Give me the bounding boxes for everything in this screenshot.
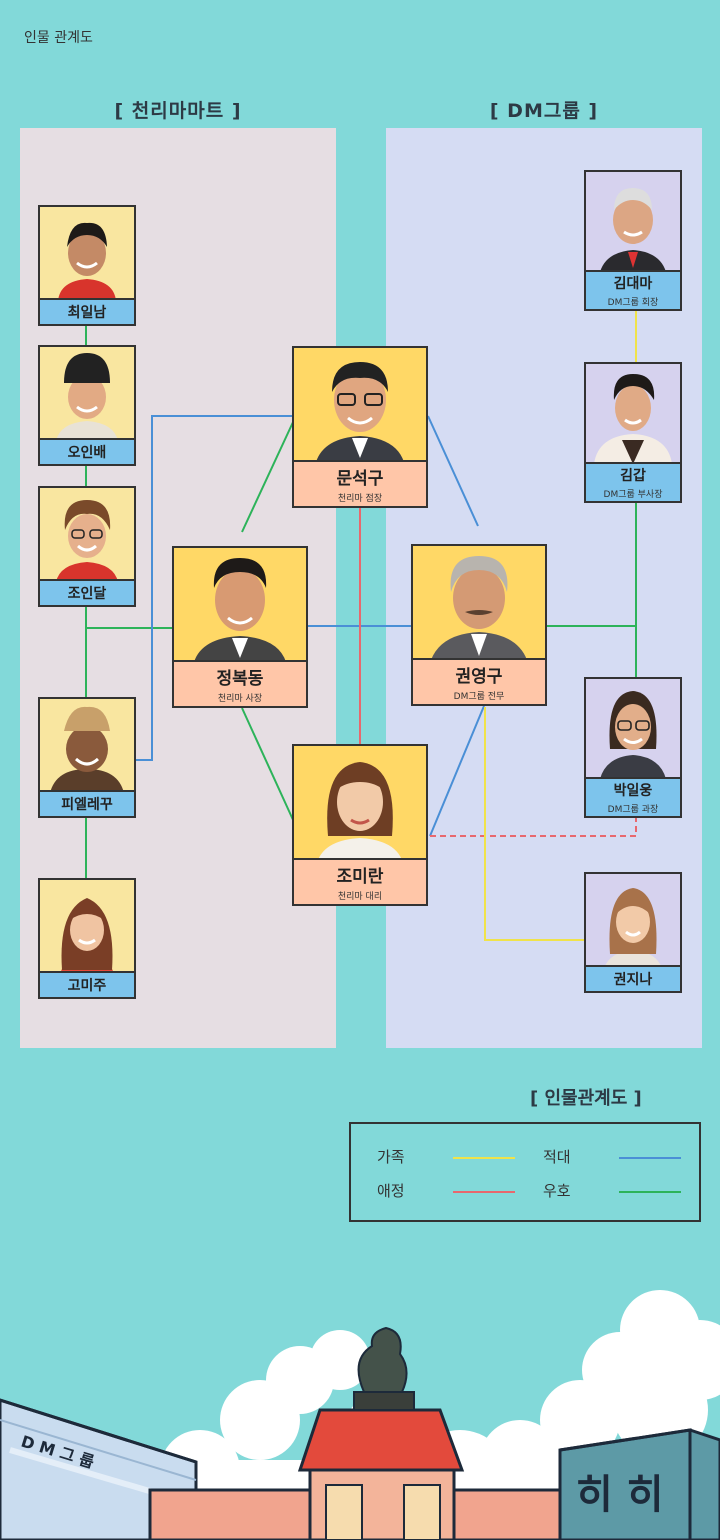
- character-card-jo-indal[interactable]: 조인달: [38, 486, 136, 607]
- character-card-choi-ilnam[interactable]: 최일남: [38, 205, 136, 326]
- character-card-kwon-jina[interactable]: 권지나: [584, 872, 682, 993]
- character-card-moon-seokgu[interactable]: 문석구 천리마 점장: [292, 346, 428, 508]
- name-bar: 권지나: [586, 965, 680, 991]
- character-card-kim-gap[interactable]: 김갑 DM그룹 부사장: [584, 362, 682, 503]
- legend-line-enemy: [619, 1157, 681, 1159]
- name-bar: 고미주: [40, 971, 134, 997]
- character-role: 천리마 점장: [337, 494, 383, 504]
- character-name: 문석구: [336, 469, 384, 489]
- character-card-kim-daema[interactable]: 김대마 DM그룹 회장: [584, 170, 682, 311]
- legend-label-friend: 우호: [543, 1182, 571, 1200]
- character-name: 박일웅: [613, 783, 653, 799]
- name-bar: 오인배: [40, 438, 134, 464]
- portrait: [586, 172, 680, 272]
- portrait: [40, 207, 134, 301]
- portrait: [586, 364, 680, 464]
- portrait: [174, 548, 306, 662]
- character-name: 김대마: [613, 276, 653, 292]
- character-name: 정복동: [216, 669, 264, 689]
- name-bar: 문석구 천리마 점장: [294, 460, 426, 506]
- character-card-go-miju[interactable]: 고미주: [38, 878, 136, 999]
- name-bar: 최일남: [40, 298, 134, 324]
- character-role: DM그룹 부사장: [603, 490, 663, 500]
- character-name: 권지나: [613, 972, 653, 988]
- page-title: 인물 관계도: [24, 30, 93, 46]
- character-card-kwon-yeonggu[interactable]: 권영구 DM그룹 전무: [411, 544, 547, 706]
- character-role: DM그룹 회장: [607, 298, 659, 308]
- legend: 가족 적대 애정 우호: [349, 1122, 701, 1222]
- name-bar: 박일웅 DM그룹 과장: [586, 777, 680, 816]
- character-name: 권영구: [455, 667, 503, 687]
- character-role: 천리마 사장: [217, 694, 263, 704]
- portrait: [40, 347, 134, 441]
- name-bar: 조미란 천리마 대리: [294, 858, 426, 904]
- portrait: [294, 348, 426, 462]
- legend-line-family: [453, 1157, 515, 1159]
- legend-line-friend: [619, 1191, 681, 1193]
- character-card-oh-inbae[interactable]: 오인배: [38, 345, 136, 466]
- character-card-jung-bokdong[interactable]: 정복동 천리마 사장: [172, 546, 308, 708]
- character-card-jo-miran[interactable]: 조미란 천리마 대리: [292, 744, 428, 906]
- portrait: [413, 546, 545, 660]
- city-illustration: D M 그 룹 히 히: [0, 1280, 720, 1540]
- name-bar: 조인달: [40, 579, 134, 605]
- character-name: 오인배: [67, 445, 107, 461]
- portrait: [586, 679, 680, 779]
- name-bar: 피엘레꾸: [40, 790, 134, 816]
- legend-label-love: 애정: [377, 1182, 405, 1200]
- portrait: [40, 880, 134, 974]
- name-bar: 김갑 DM그룹 부사장: [586, 462, 680, 501]
- tower-sign: 히 히: [576, 1472, 664, 1518]
- character-name: 피엘레꾸: [61, 797, 113, 813]
- portrait: [586, 874, 680, 968]
- portrait: [40, 488, 134, 582]
- name-bar: 정복동 천리마 사장: [174, 660, 306, 706]
- character-card-park-ilwoong[interactable]: 박일웅 DM그룹 과장: [584, 677, 682, 818]
- legend-label-enemy: 적대: [543, 1148, 571, 1166]
- legend-line-love: [453, 1191, 515, 1193]
- character-name: 조미란: [336, 867, 384, 887]
- character-name: 고미주: [67, 978, 107, 994]
- name-bar: 권영구 DM그룹 전무: [413, 658, 545, 704]
- character-name: 김갑: [620, 468, 646, 484]
- tower-building: [558, 1428, 720, 1540]
- character-card-pierre[interactable]: 피엘레꾸: [38, 697, 136, 818]
- legend-title: [ 인물관계도 ]: [530, 1088, 642, 1109]
- character-name: 조인달: [67, 586, 107, 602]
- mart-building: [148, 1326, 572, 1540]
- portrait: [40, 699, 134, 793]
- group-title-cheonrima: [ 천리마마트 ]: [114, 100, 242, 122]
- group-title-dm: [ DM그룹 ]: [489, 100, 599, 122]
- portrait: [294, 746, 426, 860]
- legend-label-family: 가족: [377, 1148, 405, 1166]
- character-role: DM그룹 과장: [607, 805, 659, 815]
- character-name: 최일남: [67, 305, 107, 321]
- character-role: DM그룹 전무: [453, 692, 505, 702]
- character-role: 천리마 대리: [337, 892, 383, 902]
- name-bar: 김대마 DM그룹 회장: [586, 270, 680, 309]
